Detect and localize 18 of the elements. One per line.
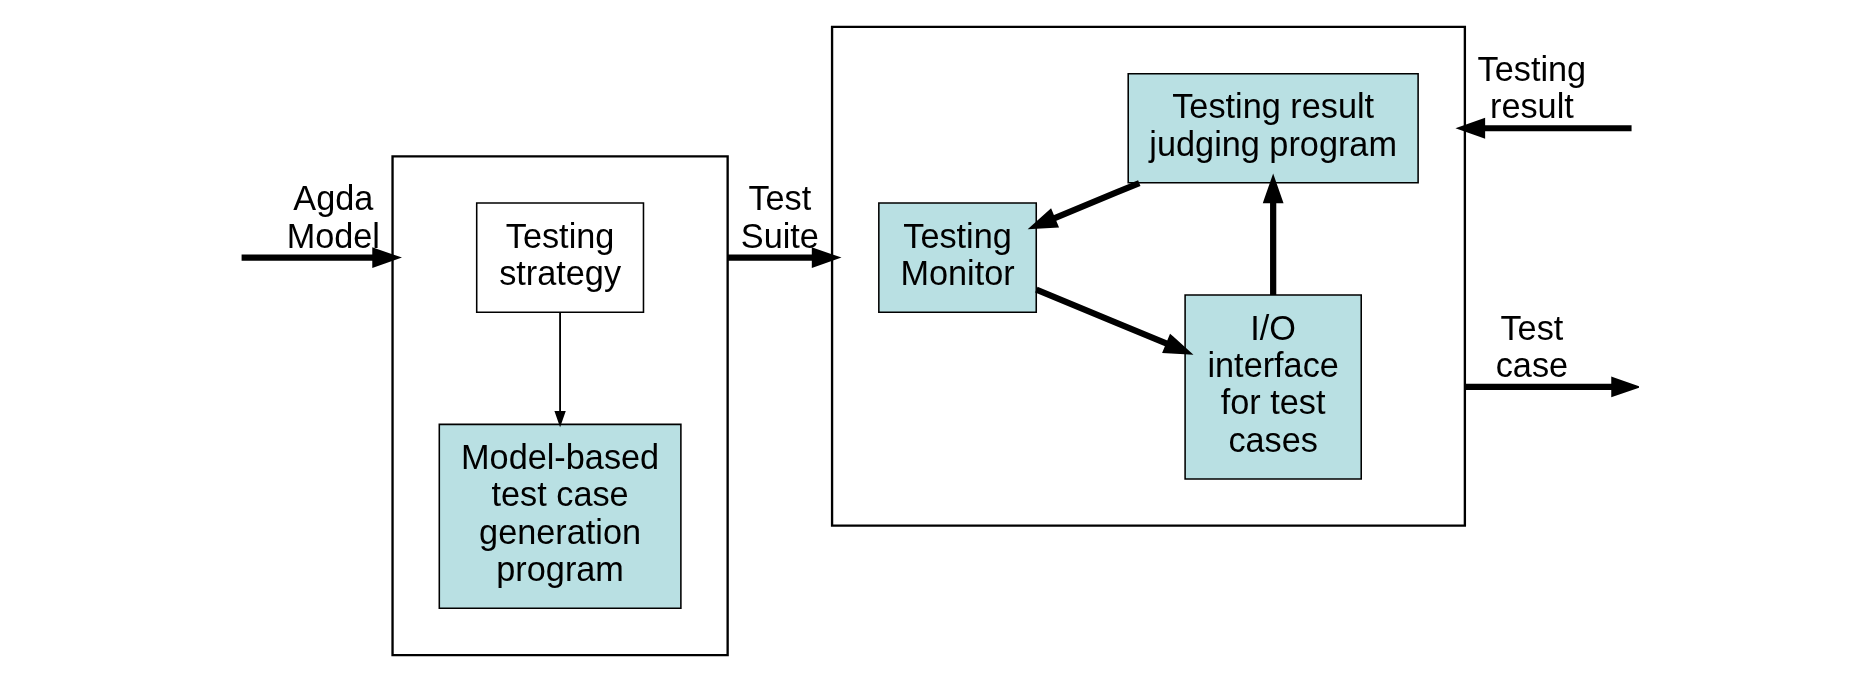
node-box: Testing strategy	[475, 202, 644, 313]
node-box: Testing result judging program	[1126, 72, 1419, 184]
edge-label: Test Suite	[740, 179, 819, 255]
edge-label: Test case	[1495, 308, 1568, 384]
arrow	[1454, 117, 1632, 139]
arrow	[553, 311, 566, 428]
arrow	[727, 247, 841, 268]
cluster	[390, 155, 729, 657]
arrow	[1262, 173, 1284, 295]
edge-label: Testing result	[1477, 49, 1586, 126]
cluster	[830, 25, 1466, 527]
node-box: Model-based test case generation program	[438, 423, 682, 610]
arrow	[1034, 286, 1193, 355]
node-box: I/O interface for test cases	[1183, 294, 1362, 480]
arrow	[1464, 376, 1639, 398]
node-box: Testing Monitor	[877, 202, 1037, 313]
arrow	[1027, 180, 1140, 230]
edge-label: Agda Model	[286, 179, 380, 255]
